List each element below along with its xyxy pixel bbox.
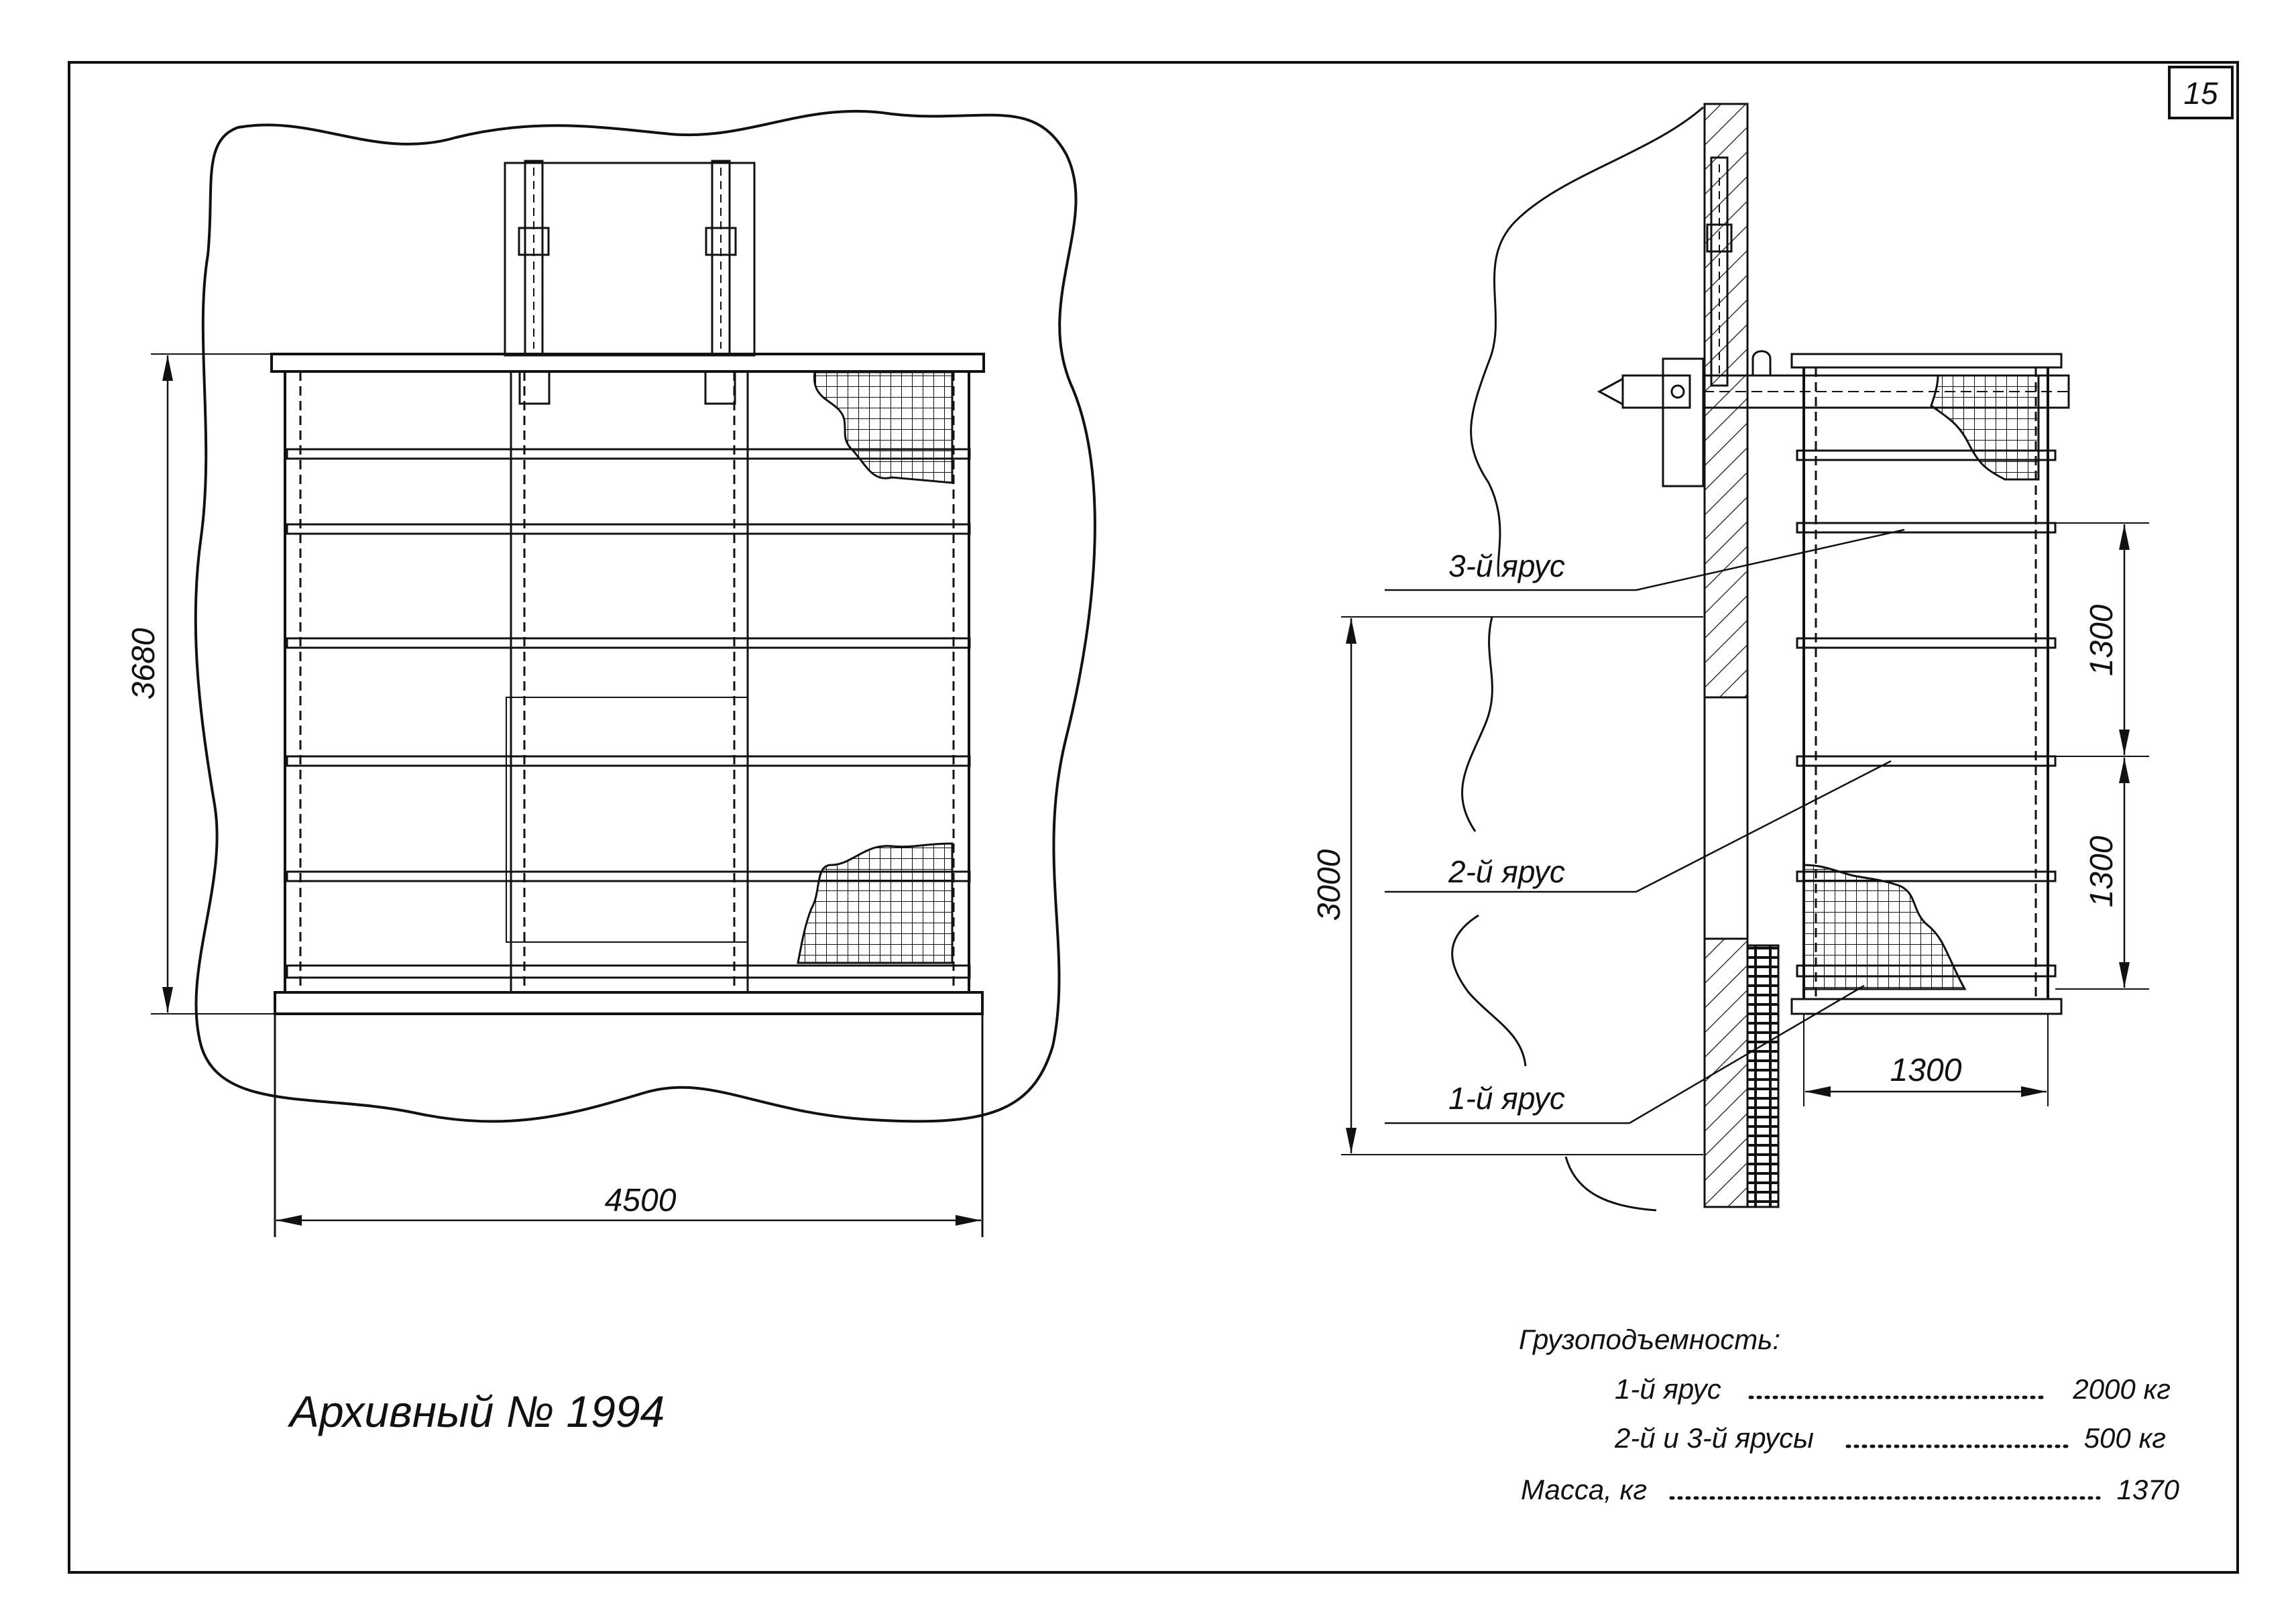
tier-spacing-lower: 1300	[2084, 835, 2120, 907]
side-view: 3-й ярус 2-й ярус 1-й ярус 3000 1300 130…	[1312, 103, 2149, 1212]
side-wall-brick	[1746, 944, 1780, 1208]
side-depth-dimension-lines	[1803, 1014, 2049, 1106]
side-height-dimension-lines	[1341, 616, 1703, 1155]
front-top-slab	[270, 353, 985, 373]
front-view: 3680 4500	[126, 109, 1096, 1237]
tier-label-2: 2-й ярус	[1448, 854, 1565, 889]
front-tier-beams	[286, 448, 971, 979]
spec-tier1-label: 1-й ярус	[1615, 1373, 1721, 1405]
page-number-box	[2168, 66, 2234, 119]
front-wall-breakout	[194, 109, 1096, 1123]
side-base-slab	[1790, 998, 2063, 1015]
mast-rails	[518, 160, 737, 357]
front-carriage	[506, 697, 748, 943]
front-height-dimension-lines	[151, 353, 275, 1014]
side-mast	[1710, 156, 1729, 387]
side-breakout-bottom	[1564, 1156, 1657, 1212]
spec-tier23-label: 2-й и 3-й ярусы	[1614, 1422, 1814, 1454]
capacity-heading: Грузоподъемность:	[1519, 1324, 1780, 1355]
spec-block: Грузоподъемность: 1-й ярус 2000 кг 2-й и…	[1519, 1324, 2180, 1505]
front-width-dimension-lines	[276, 1215, 981, 1226]
side-breakout-upper	[1470, 106, 1704, 577]
side-tier-spacing-lines	[2055, 522, 2149, 990]
tier-spacing-upper: 1300	[2084, 604, 2120, 676]
side-top-slab	[1790, 353, 2063, 369]
tier-label-3: 3-й ярус	[1448, 548, 1565, 583]
spec-mass-value: 1370	[2117, 1474, 2180, 1505]
front-mesh-lower	[797, 842, 954, 964]
side-height-dimension: 3000	[1312, 849, 1347, 921]
front-width-dimension: 4500	[605, 1183, 677, 1218]
spec-mass-label: Масса, кг	[1521, 1474, 1647, 1505]
front-base-slab	[274, 991, 984, 1015]
side-breakout-middle	[1461, 616, 1493, 832]
side-tier-beams	[1796, 449, 2057, 978]
spec-tier23-value: 500 кг	[2084, 1422, 2166, 1454]
front-height-dimension: 3680	[126, 628, 162, 699]
side-bracket	[1662, 357, 1705, 487]
front-mesh-upper	[813, 371, 954, 484]
side-tier-leaders	[1385, 528, 1905, 1124]
spec-tier1-value: 2000 кг	[2072, 1373, 2171, 1405]
page-number: 15	[2183, 76, 2218, 111]
side-depth-dimension: 1300	[1890, 1053, 1962, 1088]
side-mesh-lower	[1802, 864, 1967, 990]
tier-label-1: 1-й ярус	[1448, 1081, 1565, 1116]
side-breakout-lower	[1451, 914, 1527, 1067]
side-wall-hatch-lower	[1703, 937, 1749, 1208]
sheet-frame	[68, 61, 2239, 1574]
side-mesh-upper	[1930, 374, 2040, 481]
archive-label: Архивный № 1994	[287, 1387, 665, 1436]
